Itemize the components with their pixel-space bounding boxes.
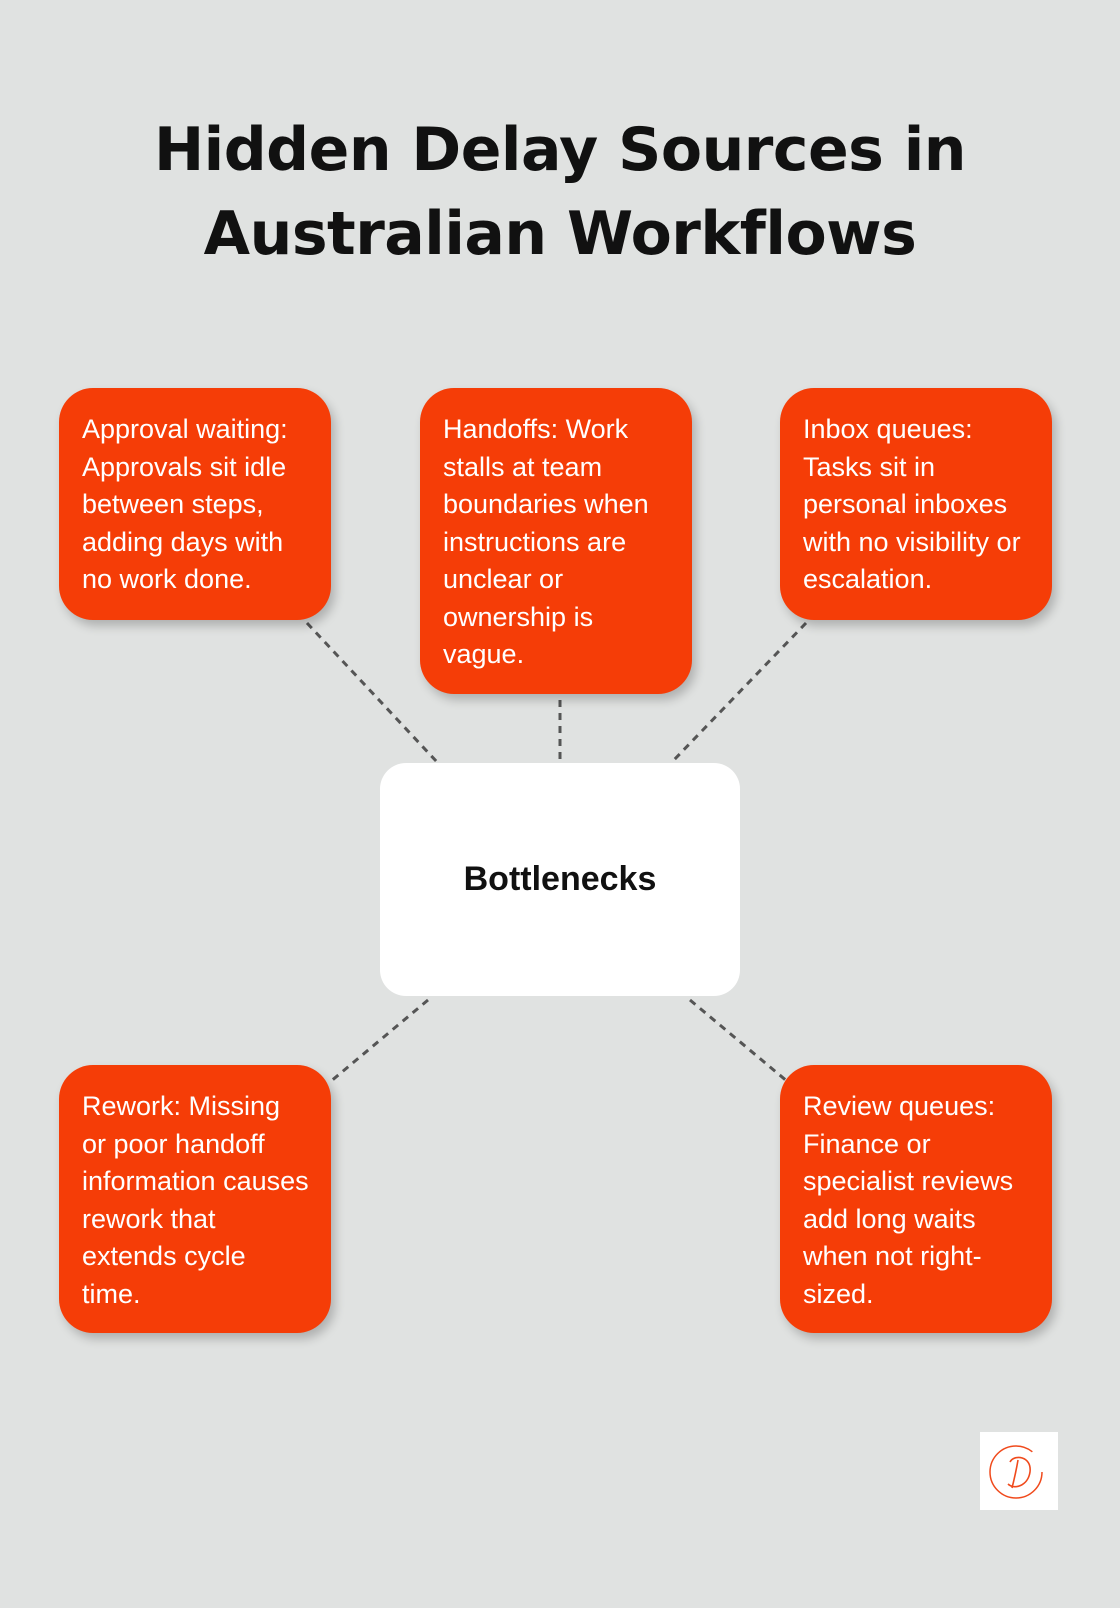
connector-approval [305, 621, 439, 764]
company-logo [980, 1432, 1058, 1510]
connector-rework [329, 998, 429, 1084]
connector-review [689, 998, 789, 1084]
logo-mark-icon [989, 1445, 1043, 1499]
node-rework: Rework: Missing or poor handoff informat… [59, 1065, 331, 1333]
node-inbox-queues: Inbox queues: Tasks sit in personal inbo… [780, 388, 1052, 620]
center-node: Bottlenecks [380, 763, 740, 996]
diagram-title: Hidden Delay Sources in Australian Workf… [153, 115, 967, 269]
node-review-queues: Review queues: Finance or specialist rev… [780, 1065, 1052, 1333]
connector-inbox [670, 621, 808, 764]
node-approval-waiting: Approval waiting: Approvals sit idle bet… [59, 388, 331, 620]
node-handoffs: Handoffs: Work stalls at team boundaries… [420, 388, 692, 694]
